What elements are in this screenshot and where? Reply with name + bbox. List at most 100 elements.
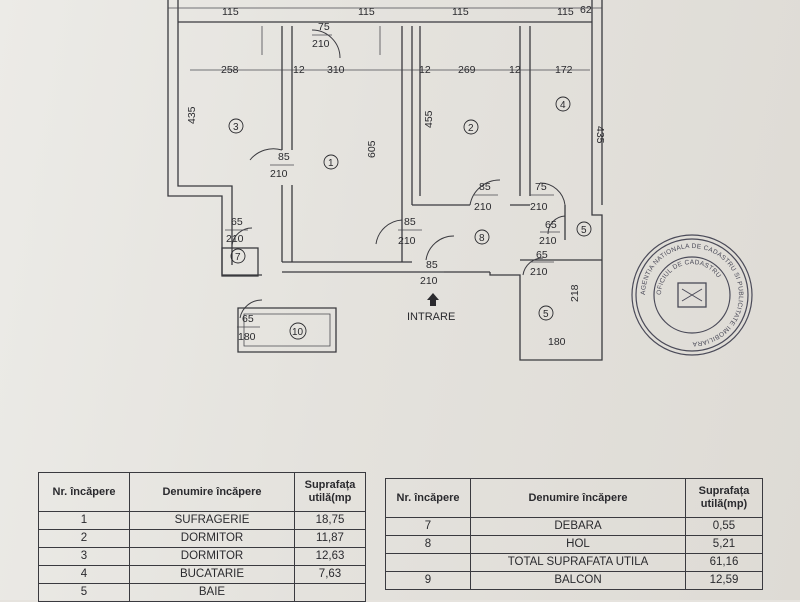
table-row: 8 HOL 5,21 bbox=[385, 535, 763, 554]
room-marker-7: 7 bbox=[235, 252, 241, 263]
cell-name: SUFRAGERIE bbox=[129, 511, 295, 530]
dim-top-4: 115 bbox=[557, 6, 574, 18]
cell-name: BUCATARIE bbox=[129, 565, 295, 584]
cadastre-stamp-icon: AGENTIA NATIONALA DE CADASTRU SI PUBLICI… bbox=[631, 234, 753, 356]
cell-name: BAIE bbox=[129, 583, 295, 602]
table-row: 7 DEBARA 0,55 bbox=[385, 517, 763, 536]
table-row: 5 BAIE bbox=[38, 583, 366, 602]
room-marker-4: 4 bbox=[560, 100, 566, 111]
door-dim-h-3: 210 bbox=[226, 233, 244, 245]
room-marker-5b: 5 bbox=[543, 309, 549, 320]
cell-area: 18,75 bbox=[294, 511, 366, 530]
walls bbox=[167, 0, 603, 361]
door-dim-h-10: 180 bbox=[238, 331, 256, 343]
entrance-label: INTRARE bbox=[407, 311, 455, 323]
door-dim-w-9: 65 bbox=[536, 249, 548, 261]
cell-area: 61,16 bbox=[685, 553, 763, 572]
door-dim-h-8: 210 bbox=[420, 275, 438, 287]
room-marker-5a: 5 bbox=[581, 225, 587, 236]
dim-vert-room4: 435 bbox=[594, 126, 606, 144]
cell-nr: 4 bbox=[38, 565, 130, 584]
cell-name: DORMITOR bbox=[129, 529, 295, 548]
dim-inner-6: 12 bbox=[509, 64, 521, 76]
room-marker-8: 8 bbox=[479, 233, 485, 244]
dim-inner-1: 258 bbox=[221, 64, 239, 76]
cell-area bbox=[294, 583, 366, 602]
cell-area: 12,63 bbox=[294, 547, 366, 566]
table-row: 2 DORMITOR 11,87 bbox=[38, 529, 366, 548]
col-header-nr: Nr. încăpere bbox=[38, 472, 130, 512]
door-dim-h-2: 210 bbox=[270, 168, 288, 180]
door-dim-h-5: 210 bbox=[474, 201, 492, 213]
dim-vert-room2: 455 bbox=[423, 110, 435, 128]
svg-text:OFICIUL DE CADASTRU: OFICIUL DE CADASTRU bbox=[656, 259, 722, 295]
door-dim-w-3: 65 bbox=[231, 216, 243, 228]
door-dim-w-6: 75 bbox=[535, 181, 547, 193]
room-marker-2: 2 bbox=[468, 123, 474, 134]
room-marker-10: 10 bbox=[292, 327, 304, 338]
door-dimensions: 75 210 85 210 65 210 85 210 85 210 75 21… bbox=[225, 21, 566, 348]
cell-name: TOTAL SUPRAFATA UTILA bbox=[470, 553, 686, 572]
cell-nr: 9 bbox=[385, 571, 471, 590]
col-header-area: Suprafața utilă(mp) bbox=[685, 478, 763, 518]
cell-name: DEBARA bbox=[470, 517, 686, 536]
room-table-right: Nr. încăpere Denumire încăpere Suprafața… bbox=[385, 478, 763, 590]
dim-inner-7: 172 bbox=[555, 64, 573, 76]
dim-top-1: 115 bbox=[222, 6, 239, 18]
dim-vert-bath: 218 bbox=[569, 284, 581, 302]
col-header-name: Denumire încăpere bbox=[470, 478, 686, 518]
stamp-inner-text: OFICIUL DE CADASTRU bbox=[656, 259, 722, 295]
door-dim-h-9: 210 bbox=[530, 266, 548, 278]
door-dim-h-1: 210 bbox=[312, 38, 330, 50]
room-markers: 1 2 3 4 5 5 7 8 10 bbox=[228, 96, 592, 340]
door-dim-h-7: 210 bbox=[539, 235, 557, 247]
door-dim-h-4: 210 bbox=[398, 235, 416, 247]
room-marker-3: 3 bbox=[233, 122, 239, 133]
cell-area: 0,55 bbox=[685, 517, 763, 536]
cell-name: HOL bbox=[470, 535, 686, 554]
cell-nr: 1 bbox=[38, 511, 130, 530]
cell-area: 5,21 bbox=[685, 535, 763, 554]
dim-inner-3: 310 bbox=[327, 64, 345, 76]
dim-vert-room3: 435 bbox=[186, 106, 198, 124]
door-dim-w-2: 85 bbox=[278, 151, 290, 163]
col-header-nr: Nr. încăpere bbox=[385, 478, 471, 518]
dim-top-5: 62 bbox=[580, 4, 592, 16]
table-row: 9 BALCON 12,59 bbox=[385, 571, 763, 590]
door-dim-w-4: 85 bbox=[404, 216, 416, 228]
dim-vert-room1: 605 bbox=[366, 140, 378, 158]
entrance-arrow-icon bbox=[427, 293, 439, 306]
dim-inner-4: 12 bbox=[419, 64, 431, 76]
dim-inner-5: 269 bbox=[458, 64, 476, 76]
door-dim-h-6: 210 bbox=[530, 201, 548, 213]
table-row: 4 BUCATARIE 7,63 bbox=[38, 565, 366, 584]
cell-area: 7,63 bbox=[294, 565, 366, 584]
cell-nr: 2 bbox=[38, 529, 130, 548]
table-row: TOTAL SUPRAFATA UTILA 61,16 bbox=[385, 553, 763, 572]
entrance: INTRARE bbox=[407, 293, 455, 323]
room-marker-1: 1 bbox=[328, 158, 334, 169]
table-row: 1 SUFRAGERIE 18,75 bbox=[38, 511, 366, 530]
table-row: 3 DORMITOR 12,63 bbox=[38, 547, 366, 566]
door-dim-w-8: 85 bbox=[426, 259, 438, 271]
door-dim-w-5: 85 bbox=[479, 181, 491, 193]
room-table-left: Nr. încăpere Denumire încăpere Suprafața… bbox=[38, 472, 366, 602]
cell-name: BALCON bbox=[470, 571, 686, 590]
dim-top-2: 115 bbox=[358, 6, 375, 18]
door-dim-w-7: 65 bbox=[545, 219, 557, 231]
dim-inner-2: 12 bbox=[293, 64, 305, 76]
cell-name: DORMITOR bbox=[129, 547, 295, 566]
balcony-width-dim: 180 bbox=[548, 336, 566, 348]
col-header-name: Denumire încăpere bbox=[129, 472, 295, 512]
cell-nr bbox=[385, 553, 471, 572]
dim-top-3: 115 bbox=[452, 6, 469, 18]
vertical-dimensions: 435 605 455 435 218 bbox=[186, 106, 606, 302]
cell-nr: 7 bbox=[385, 517, 471, 536]
cell-area: 12,59 bbox=[685, 571, 763, 590]
cell-nr: 8 bbox=[385, 535, 471, 554]
cell-nr: 3 bbox=[38, 547, 130, 566]
col-header-area: Suprafața utilă(mp bbox=[294, 472, 366, 512]
door-dim-w-1: 75 bbox=[318, 21, 330, 33]
